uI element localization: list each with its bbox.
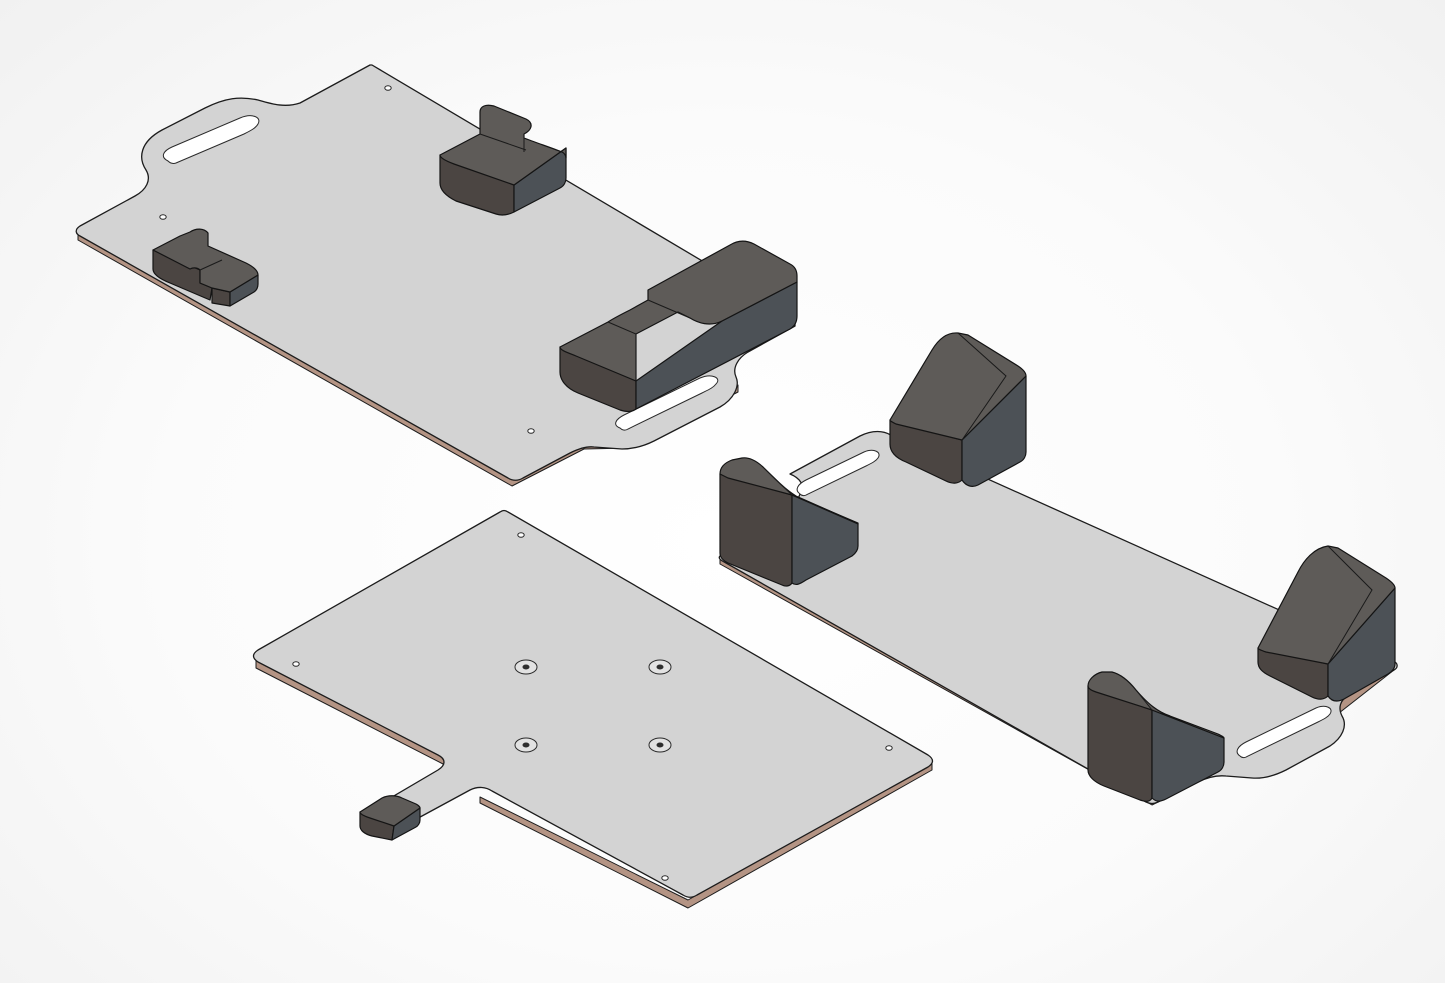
right-plate[interactable] bbox=[718, 332, 1398, 806]
lower-plate-bolt-4 bbox=[648, 737, 672, 753]
right-plate-block-front-left bbox=[719, 457, 859, 587]
upper-left-plate[interactable] bbox=[75, 64, 798, 487]
upper-left-slot-2 bbox=[615, 375, 719, 431]
lower-plate-block bbox=[359, 795, 421, 841]
upper-left-block-small bbox=[152, 228, 259, 307]
lower-plate-bolt-2 bbox=[648, 659, 672, 675]
lower-plate[interactable] bbox=[252, 509, 934, 909]
lower-plate-bolt-1 bbox=[514, 659, 538, 675]
lower-plate-hole-4 bbox=[661, 875, 669, 881]
upper-left-hole-3 bbox=[527, 428, 535, 434]
upper-left-slot bbox=[162, 115, 260, 164]
upper-left-block-center bbox=[439, 104, 567, 216]
upper-left-hole-2 bbox=[159, 214, 167, 220]
upper-left-hole-1 bbox=[384, 85, 392, 91]
right-plate-slot-1 bbox=[796, 449, 880, 496]
lower-plate-bolt-3 bbox=[514, 737, 538, 753]
lower-plate-edge-2 bbox=[479, 761, 933, 909]
lower-plate-hole-1 bbox=[517, 532, 525, 538]
upper-left-block-large bbox=[559, 240, 798, 412]
right-plate-block-back bbox=[889, 332, 1027, 487]
right-plate-block-front-right bbox=[1087, 671, 1225, 802]
right-plate-top bbox=[718, 430, 1398, 805]
right-plate-slot-2 bbox=[1236, 705, 1332, 758]
lower-plate-hole-3 bbox=[885, 745, 893, 751]
right-plate-block-right bbox=[1257, 545, 1396, 702]
lower-plate-hole-2 bbox=[292, 661, 300, 667]
